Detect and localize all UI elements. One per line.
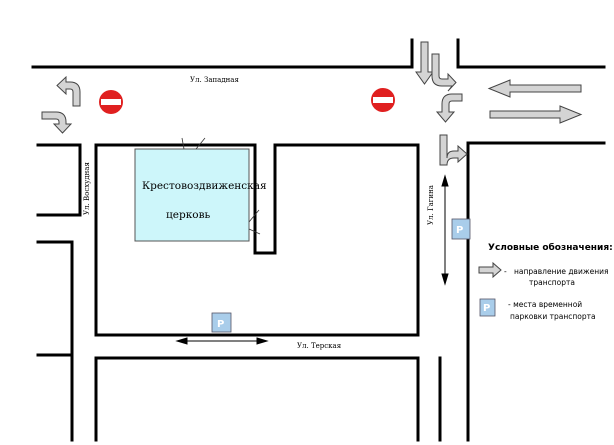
turn-arrow-middle	[435, 93, 463, 123]
parking-sign-terskaya: P	[211, 312, 232, 333]
legend-parking-icon: P	[479, 298, 496, 317]
legend-title: Условные обозначения:	[488, 242, 613, 253]
svg-text:P: P	[456, 225, 463, 236]
arrow-eastbound	[489, 105, 583, 124]
arrow-westbound	[487, 79, 582, 98]
parking-sign-gagina: P	[451, 218, 471, 240]
straight-arrow-down	[415, 41, 434, 85]
legend: Условные обозначения: - направление движ…	[478, 242, 613, 321]
legend-arrow-icon	[478, 261, 502, 279]
legend-parking-line2: парковки транспорта	[510, 312, 596, 321]
turn-arrow-left-top	[56, 75, 81, 107]
street-label-voskhodnaya: Ул. Восхудная	[83, 162, 91, 215]
street-label-terskaya: Ул. Терская	[297, 342, 342, 350]
turn-arrow-top-right	[431, 53, 457, 92]
church-name-line2: церковь	[166, 209, 210, 221]
turn-arrow-lower-right	[439, 134, 468, 166]
svg-text:P: P	[217, 319, 224, 330]
legend-traffic-line1: направление движения	[514, 267, 609, 276]
legend-traffic-line2: транспорта	[529, 278, 575, 287]
turn-arrow-left-bottom	[41, 111, 73, 134]
legend-parking-line1: - места временной	[508, 300, 582, 309]
svg-text:P: P	[483, 303, 490, 314]
church-markers	[181, 137, 261, 235]
street-lines	[31, 38, 606, 442]
parking-range-vertical	[441, 174, 449, 286]
church-name-line1: Крестовоздвиженская	[142, 180, 267, 192]
street-label-zapadnaya: Ул. Западная	[190, 76, 239, 84]
no-entry-sign-right	[371, 88, 395, 112]
legend-traffic-dash: -	[504, 267, 507, 276]
street-label-gagina: Ул. Гагина	[427, 185, 435, 225]
parking-range-horizontal	[175, 337, 269, 345]
no-entry-sign-left	[99, 90, 123, 114]
church-building	[134, 148, 250, 242]
